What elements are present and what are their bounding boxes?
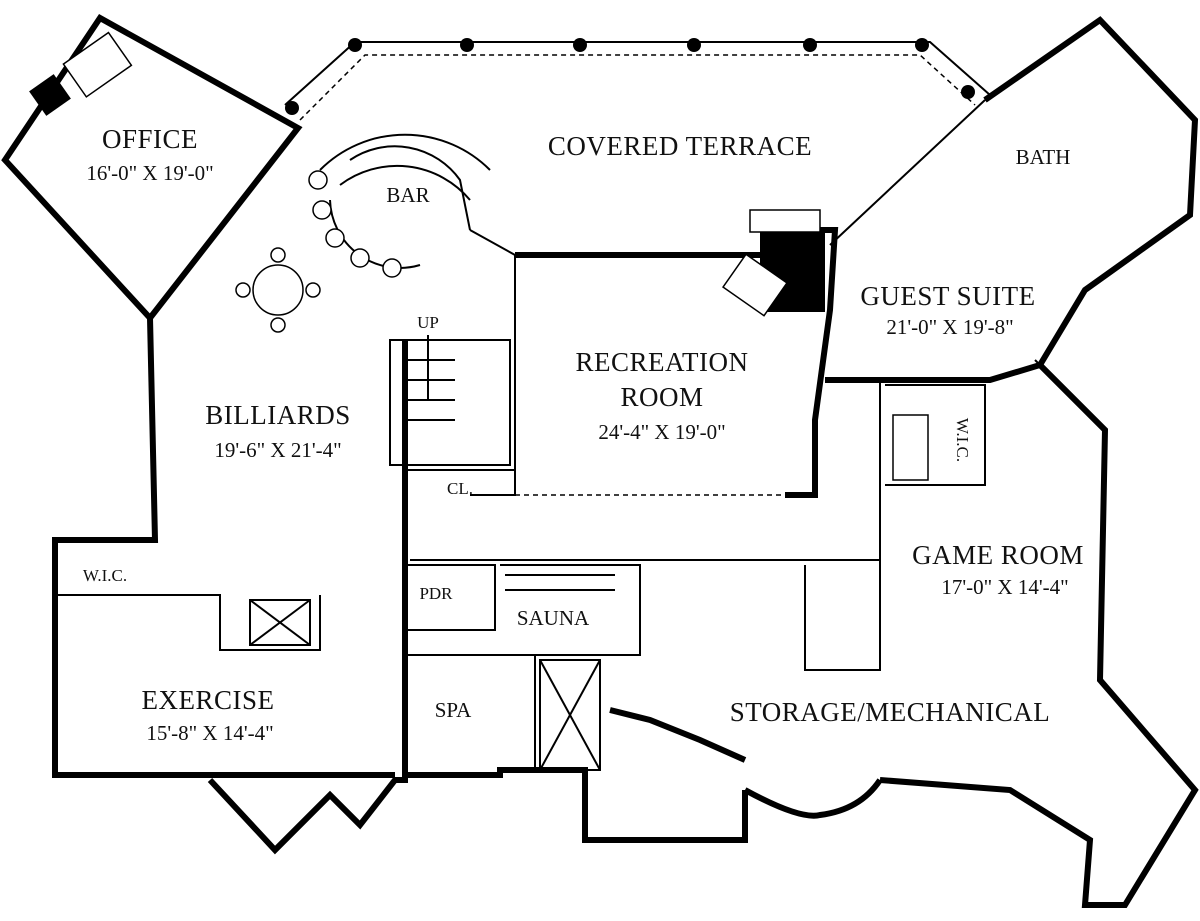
office-label: OFFICE: [102, 124, 198, 154]
game-room-dims: 17'-0" X 14'-4": [941, 575, 1068, 599]
recreation-label-1: RECREATION: [576, 347, 749, 377]
storage-mechanical-label: STORAGE/MECHANICAL: [730, 697, 1051, 727]
billiards-dims: 19'-6" X 21'-4": [214, 438, 341, 462]
office-walls: [1, 14, 303, 321]
pdr-label: PDR: [419, 584, 453, 603]
closet-label: CL.: [447, 479, 473, 498]
office-dims: 16'-0" X 19'-0": [86, 161, 213, 185]
stairs-up-label: UP: [417, 313, 439, 332]
exercise-dims: 15'-8" X 14'-4": [146, 721, 273, 745]
sauna-label: SAUNA: [517, 606, 590, 630]
guest-suite-label: GUEST SUITE: [860, 281, 1035, 311]
covered-terrace-label: COVERED TERRACE: [548, 131, 812, 161]
bar-counter: [308, 133, 516, 490]
recreation-label-2: ROOM: [620, 382, 703, 412]
exercise-label: EXERCISE: [141, 685, 274, 715]
recreation-dims: 24'-4" X 19'-0": [598, 420, 725, 444]
guest-suite-dims: 21'-0" X 19'-8": [886, 315, 1013, 339]
guest-wic-label: W.I.C.: [953, 418, 972, 462]
interior-walls: [55, 335, 1106, 775]
exterior-walls: [52, 16, 1199, 908]
exercise-wic-label: W.I.C.: [83, 566, 127, 585]
table-set: [235, 247, 321, 333]
bath-label: BATH: [1016, 145, 1071, 169]
game-room-label: GAME ROOM: [912, 540, 1084, 570]
spa-label: SPA: [435, 698, 472, 722]
terrace-outline: [284, 38, 991, 121]
bar-label: BAR: [386, 183, 429, 207]
billiards-label: BILLIARDS: [205, 400, 351, 430]
